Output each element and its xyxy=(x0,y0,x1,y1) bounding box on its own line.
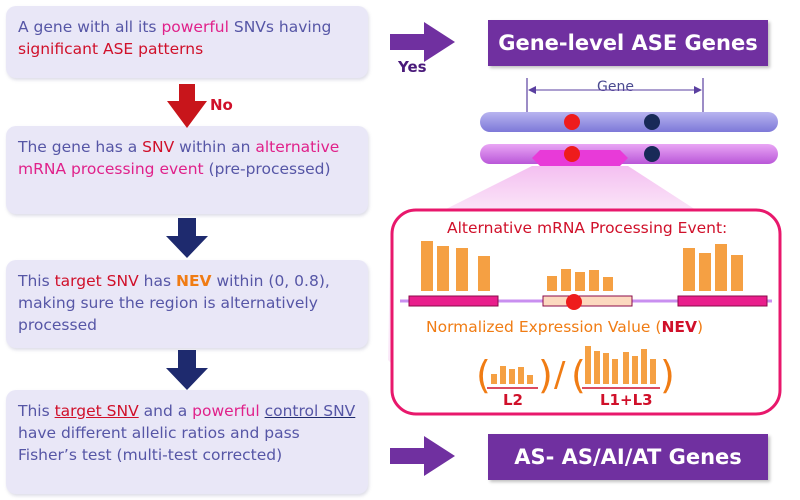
nev-prefix: Normalized Expression Value ( xyxy=(426,318,662,336)
no-arrow-icon xyxy=(167,84,207,128)
box-text-segment: This xyxy=(18,402,55,420)
exon-l1 xyxy=(408,295,499,307)
box-text-segment: significant ASE patterns xyxy=(18,40,204,58)
box-text-segment: has xyxy=(138,272,176,290)
nev-bold: NEV xyxy=(661,318,697,336)
no-label: No xyxy=(210,96,233,114)
gene-label: Gene xyxy=(597,79,634,95)
box-text-segment: powerful xyxy=(161,18,229,36)
down-arrow-icon xyxy=(166,350,208,390)
box-text-segment: This xyxy=(18,272,55,290)
box-text-segment: control SNV xyxy=(264,402,356,420)
as-genes-title: AS- AS/AI/AT Genes xyxy=(488,434,768,480)
box-text-segment: A gene with all its xyxy=(18,18,162,36)
step-nev-box: This target SNV has NEV within (0, 0.8),… xyxy=(6,260,368,348)
step-fisher-test-box: This target SNV and a powerful control S… xyxy=(6,390,368,494)
yes-arrow-icon xyxy=(390,22,455,62)
l2-label: L2 xyxy=(503,391,523,409)
chromosome-allele-2 xyxy=(480,144,778,164)
box-text-segment: powerful xyxy=(192,402,260,420)
box-text-segment: alternative mRNA processing event xyxy=(18,138,340,178)
control-snv-dot xyxy=(644,146,660,162)
formula-l1l3-bars xyxy=(585,346,656,384)
zoom-connector xyxy=(388,232,400,370)
chromosome-allele-1 xyxy=(480,112,778,132)
target-snv-dot xyxy=(564,146,580,162)
box-text-segment: have different allelic ratios and pass F… xyxy=(18,424,300,464)
step-gene-level-box: A gene with all its powerful SNVs having… xyxy=(6,6,368,78)
l2-read-bars xyxy=(547,269,613,291)
exon-l3 xyxy=(677,295,768,307)
l3-read-bars xyxy=(683,244,743,291)
svg-text:(: ( xyxy=(571,353,586,397)
target-snv-dot xyxy=(564,114,580,130)
l1l3-label: L1+L3 xyxy=(600,391,653,409)
down-arrow-icon xyxy=(166,218,208,258)
svg-text:/: / xyxy=(554,355,566,395)
event-exon-highlight xyxy=(532,150,628,166)
box-text-segment: NEV xyxy=(175,272,212,290)
nev-suffix: ) xyxy=(697,318,704,336)
box-text-segment: The gene has a xyxy=(18,138,143,156)
formula-l2-bars xyxy=(491,366,533,384)
box-text-segment: target SNV xyxy=(54,402,139,420)
nev-title: Normalized Expression Value (NEV) xyxy=(426,318,703,336)
box-text-segment: SNV xyxy=(142,138,175,156)
gene-level-ase-genes-title: Gene-level ASE Genes xyxy=(488,20,768,66)
box-text-segment: SNVs having xyxy=(228,18,332,36)
event-snv-dot xyxy=(566,294,582,310)
yes-label: Yes xyxy=(398,58,427,76)
event-panel xyxy=(390,208,782,416)
svg-text:): ) xyxy=(660,353,675,397)
svg-text:): ) xyxy=(538,353,553,397)
as-arrow-icon xyxy=(390,436,455,476)
step-snv-event-box: The gene has a SNV within an alternative… xyxy=(6,126,368,214)
box-text-segment: within (0, 0.8), making sure the region … xyxy=(18,272,330,334)
event-title: Alternative mRNA Processing Event: xyxy=(447,219,728,237)
box-text-segment: and a xyxy=(138,402,193,420)
box-text-segment: within an xyxy=(174,138,256,156)
svg-text:(: ( xyxy=(476,353,491,397)
exon-l2 xyxy=(542,295,633,307)
l1-read-bars xyxy=(421,241,490,291)
box-text-segment: target SNV xyxy=(54,272,139,290)
control-snv-dot xyxy=(644,114,660,130)
box-text-segment: (pre-processed) xyxy=(203,160,331,178)
